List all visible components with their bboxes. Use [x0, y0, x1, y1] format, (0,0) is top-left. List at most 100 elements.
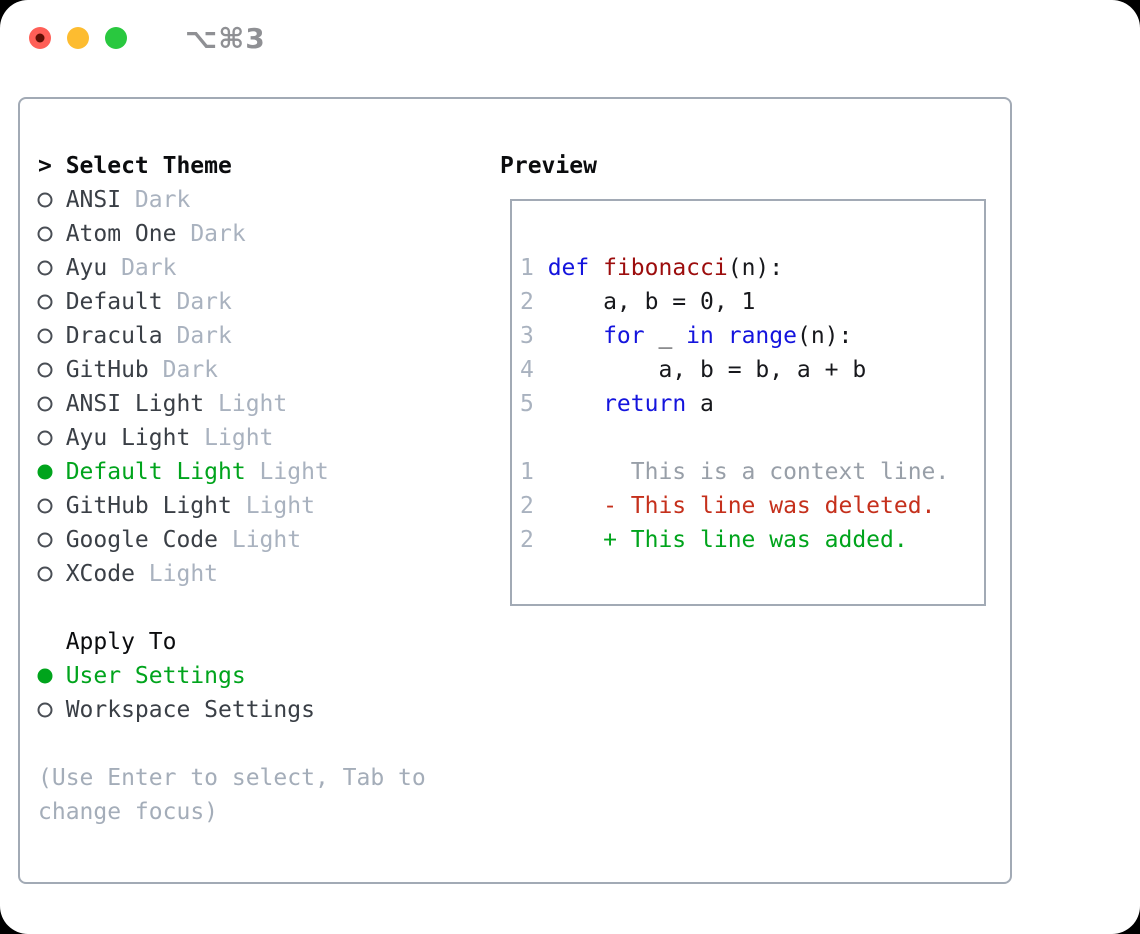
theme-variant-badge: Dark	[176, 323, 232, 349]
radio-icon	[38, 489, 52, 523]
theme-variant-badge: Dark	[162, 357, 219, 383]
theme-variant-badge: Light	[231, 527, 302, 553]
zoom-button[interactable]	[105, 27, 127, 49]
line-text: return a	[603, 391, 714, 417]
theme-variant-badge: Light	[204, 425, 274, 451]
title-bar: ⌥⌘3	[0, 0, 1140, 76]
blank-line	[520, 421, 974, 455]
diff-context-line: 1 This is a context line.	[520, 455, 974, 489]
theme-variant-badge: Dark	[190, 221, 246, 247]
line-number: 1	[520, 459, 534, 485]
header-indent	[38, 625, 52, 659]
theme-name: Atom One	[65, 221, 177, 247]
theme-name: Google Code	[65, 527, 219, 553]
theme-name: GitHub Light	[65, 493, 232, 519]
theme-variant-badge: Light	[148, 561, 219, 587]
theme-item-google-code[interactable]: Google Code Light	[38, 523, 500, 557]
diff-added-line: 2 + This line was added.	[520, 523, 974, 557]
radio-icon	[38, 353, 52, 387]
theme-name: Dracula	[65, 323, 163, 349]
radio-icon	[38, 319, 52, 353]
line-number: 5	[520, 391, 534, 417]
radio-icon	[38, 285, 52, 319]
code-line: 3 for _ in range(n):	[520, 319, 974, 353]
code-line: 4 a, b = b, a + b	[520, 353, 974, 387]
radio-selected-icon	[38, 659, 52, 693]
radio-icon	[38, 557, 52, 591]
section-spacer	[38, 591, 500, 625]
line-number: 1	[520, 255, 534, 281]
theme-item-default[interactable]: Default Dark	[38, 285, 500, 319]
radio-icon	[38, 217, 52, 251]
close-dot-icon	[35, 33, 45, 43]
preview-title: Preview	[500, 153, 597, 179]
theme-variant-badge: Light	[259, 459, 329, 485]
theme-variant-badge: Dark	[176, 289, 232, 315]
line-text: + This line was added.	[547, 527, 908, 553]
line-number: 2	[520, 493, 534, 519]
theme-name: Default	[65, 289, 163, 315]
line-text: a, b = b, a + b	[547, 357, 867, 383]
apply-to-title: Apply To	[65, 629, 177, 655]
apply-option-user-settings[interactable]: User Settings	[38, 659, 500, 693]
theme-name: Ayu	[65, 255, 108, 281]
theme-item-ayu[interactable]: Ayu Dark	[38, 251, 500, 285]
line-text: This is a context line.	[547, 459, 950, 485]
theme-item-default-light[interactable]: Default Light Light	[38, 455, 500, 489]
theme-name: ANSI	[65, 187, 122, 213]
radio-selected-icon	[38, 455, 52, 489]
theme-item-github[interactable]: GitHub Dark	[38, 353, 500, 387]
radio-icon	[38, 693, 52, 727]
apply-option-workspace-settings[interactable]: Workspace Settings	[38, 693, 500, 727]
apply-to-header: Apply To	[38, 625, 500, 659]
apply-option-label: Workspace Settings	[65, 697, 315, 723]
code-line: 1 def fibonacci(n):	[520, 251, 974, 285]
select-theme-title: Select Theme	[65, 153, 232, 179]
theme-name: ANSI Light	[65, 391, 205, 417]
line-number: 2	[520, 289, 534, 315]
theme-item-dracula[interactable]: Dracula Dark	[38, 319, 500, 353]
prompt-icon: >	[38, 153, 52, 179]
line-number: 4	[520, 357, 534, 383]
diff-deleted-line: 2 - This line was deleted.	[520, 489, 974, 523]
radio-icon	[38, 251, 52, 285]
theme-variant-badge: Dark	[121, 255, 177, 281]
radio-icon	[38, 523, 52, 557]
theme-name: XCode	[65, 561, 135, 587]
line-number: 3	[520, 323, 534, 349]
theme-item-github-light[interactable]: GitHub Light Light	[38, 489, 500, 523]
theme-item-xcode[interactable]: XCode Light	[38, 557, 500, 591]
window-title: ⌥⌘3	[185, 21, 266, 55]
theme-item-ansi[interactable]: ANSI Dark	[38, 183, 500, 217]
theme-name: Default Light	[65, 459, 246, 485]
select-theme-header: > Select Theme	[38, 149, 500, 183]
line-text: for _ in range(n):	[603, 323, 853, 349]
theme-name: GitHub	[65, 357, 149, 383]
theme-variant-badge: Dark	[134, 187, 191, 213]
theme-variant-badge: Light	[245, 493, 315, 519]
keyboard-hint: (Use Enter to select, Tab to change focu…	[38, 765, 426, 825]
line-text: - This line was deleted.	[547, 493, 936, 519]
theme-name: Ayu Light	[65, 425, 191, 451]
radio-icon	[38, 183, 52, 217]
code-line: 5 return a	[520, 387, 974, 421]
radio-icon	[38, 421, 52, 455]
apply-option-label: User Settings	[65, 663, 246, 689]
line-text: def fibonacci(n):	[547, 255, 784, 281]
theme-item-ayu-light[interactable]: Ayu Light Light	[38, 421, 500, 455]
radio-icon	[38, 387, 52, 421]
theme-item-atom-one[interactable]: Atom One Dark	[38, 217, 500, 251]
close-button[interactable]	[29, 27, 51, 49]
code-line: 2 a, b = 0, 1	[520, 285, 974, 319]
minimize-button[interactable]	[67, 27, 89, 49]
line-text: a, b = 0, 1	[547, 289, 756, 315]
line-number: 2	[520, 527, 534, 553]
